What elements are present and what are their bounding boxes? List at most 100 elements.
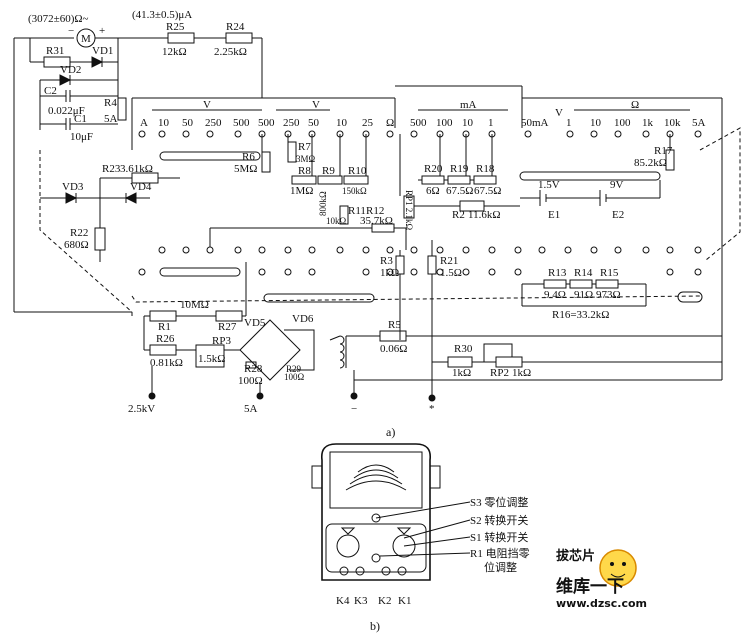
rp2-label: RP2 bbox=[490, 367, 509, 379]
r21-value: 1.5Ω bbox=[440, 267, 462, 279]
r4-resistor bbox=[117, 97, 127, 121]
rp3-label: RP3 bbox=[212, 335, 231, 347]
terminal-2500v bbox=[148, 392, 156, 400]
terminal-star bbox=[428, 394, 436, 402]
rp1-potentiometer bbox=[403, 195, 415, 219]
switch-s3-wiper bbox=[677, 291, 703, 303]
r10-resistor bbox=[343, 175, 369, 185]
rp2-potentiometer bbox=[495, 356, 523, 368]
vd4-diode bbox=[124, 192, 137, 204]
vd6-label: VD6 bbox=[292, 313, 314, 325]
r1-resistor bbox=[149, 310, 177, 322]
r19-label: R19 bbox=[450, 163, 469, 175]
r17-resistor bbox=[665, 149, 675, 171]
r15-value: 973Ω bbox=[596, 289, 621, 301]
r20-label: R20 bbox=[424, 163, 443, 175]
r26-resistor bbox=[149, 344, 177, 356]
vd1-diode bbox=[91, 56, 104, 68]
meter-minus-sign: − bbox=[68, 25, 74, 37]
switch-s2-contacts-bottom bbox=[138, 246, 702, 276]
r25-value: 12kΩ bbox=[162, 46, 187, 58]
r3-label: R3 bbox=[380, 255, 393, 267]
meter-handle-left bbox=[311, 465, 323, 489]
r25-resistor bbox=[167, 32, 195, 44]
r12-label: R12 bbox=[366, 205, 384, 217]
switch-s2-wiper-lower bbox=[263, 293, 375, 303]
meter-scale-arc bbox=[345, 480, 407, 491]
r10-value: 150kΩ bbox=[342, 186, 367, 196]
r5-resistor bbox=[379, 330, 407, 342]
jack-k4-label: K4 bbox=[336, 595, 350, 607]
battery-e2-voltage: 9V bbox=[610, 179, 624, 191]
r14-resistor bbox=[569, 279, 593, 289]
r24-label: R24 bbox=[226, 21, 245, 33]
scale-label: 5A bbox=[692, 117, 706, 129]
r28-value: 100Ω bbox=[238, 375, 263, 387]
r28-label: R28 bbox=[244, 363, 263, 375]
r15-resistor bbox=[595, 279, 619, 289]
meter-handle-right bbox=[429, 465, 441, 489]
header-ac-volt: V bbox=[555, 107, 563, 119]
figure-a-caption: a) bbox=[386, 425, 395, 439]
rp2-value: 1kΩ bbox=[512, 367, 531, 379]
r2-label: R2 bbox=[452, 209, 465, 221]
r7-resistor bbox=[287, 141, 297, 163]
header-milliamp: mA bbox=[460, 99, 477, 111]
c1-value: 10μF bbox=[70, 131, 93, 143]
r26-label: R26 bbox=[156, 333, 175, 345]
r8-resistor bbox=[291, 175, 317, 185]
header-dc-volt-1: V bbox=[203, 99, 211, 111]
r5-label: R5 bbox=[388, 319, 401, 331]
scale-label: 10k bbox=[664, 117, 681, 129]
r13-resistor bbox=[543, 279, 567, 289]
bridge-output bbox=[284, 329, 315, 371]
switch-shaft-link bbox=[131, 295, 701, 303]
scale-label: 250 bbox=[283, 117, 300, 129]
r30-label: R30 bbox=[454, 343, 473, 355]
vd3-diode bbox=[65, 192, 78, 204]
s2-range-switch bbox=[336, 534, 360, 558]
r21-label: R21 bbox=[440, 255, 458, 267]
rp3-potentiometer bbox=[195, 344, 225, 368]
r8-value: 1MΩ bbox=[290, 185, 313, 197]
mascot-icon bbox=[599, 549, 637, 587]
scale-label: 50 bbox=[308, 117, 320, 129]
scale-label: 500 bbox=[258, 117, 275, 129]
r7-value: 3MΩ bbox=[296, 154, 316, 164]
ct-coil bbox=[339, 335, 345, 369]
switch-s1-link bbox=[39, 150, 133, 313]
meter-resistance-label: (3072±60)Ω~ bbox=[28, 13, 89, 25]
r22-value: 680Ω bbox=[64, 239, 89, 251]
switch-s2-wiper bbox=[519, 171, 661, 181]
r7-label: R7 bbox=[298, 141, 311, 153]
r19-value: 67.5Ω bbox=[446, 185, 473, 197]
c1-label: C1 bbox=[74, 113, 87, 125]
r23-value: 3.61kΩ bbox=[120, 163, 153, 175]
r18-resistor bbox=[473, 175, 497, 185]
watermark-title: 维库一下 bbox=[556, 576, 624, 597]
r9-label: R9 bbox=[322, 165, 335, 177]
r1-ohm-zero-knob bbox=[371, 553, 381, 563]
r8-label: R8 bbox=[298, 165, 311, 177]
r9-resistor bbox=[317, 175, 343, 185]
scale-label: 500 bbox=[233, 117, 250, 129]
switch-s2-link bbox=[699, 127, 741, 261]
terminal-com-label: − bbox=[351, 403, 357, 415]
r31-label: R31 bbox=[46, 45, 64, 57]
r14-label: R14 bbox=[574, 267, 593, 279]
r6-value: 5MΩ bbox=[234, 163, 257, 175]
rp3-value: 1.5kΩ bbox=[198, 353, 225, 365]
r19-resistor bbox=[447, 175, 471, 185]
r4-value: 5A bbox=[104, 113, 118, 125]
r23-label: R23 bbox=[102, 163, 121, 175]
r20-value: 6Ω bbox=[426, 185, 440, 197]
s1-pointer-icon bbox=[396, 527, 412, 535]
terminal-2500v-label: 2.5kV bbox=[128, 403, 155, 415]
watermark-badge: 拔芯片 bbox=[556, 548, 595, 564]
battery-e1-voltage: 1.5V bbox=[538, 179, 560, 191]
scale-label: 1 bbox=[488, 117, 494, 129]
r14-value: 91Ω bbox=[574, 289, 593, 301]
meter-panel bbox=[325, 523, 427, 573]
jack-k3-label: K3 bbox=[354, 595, 368, 607]
